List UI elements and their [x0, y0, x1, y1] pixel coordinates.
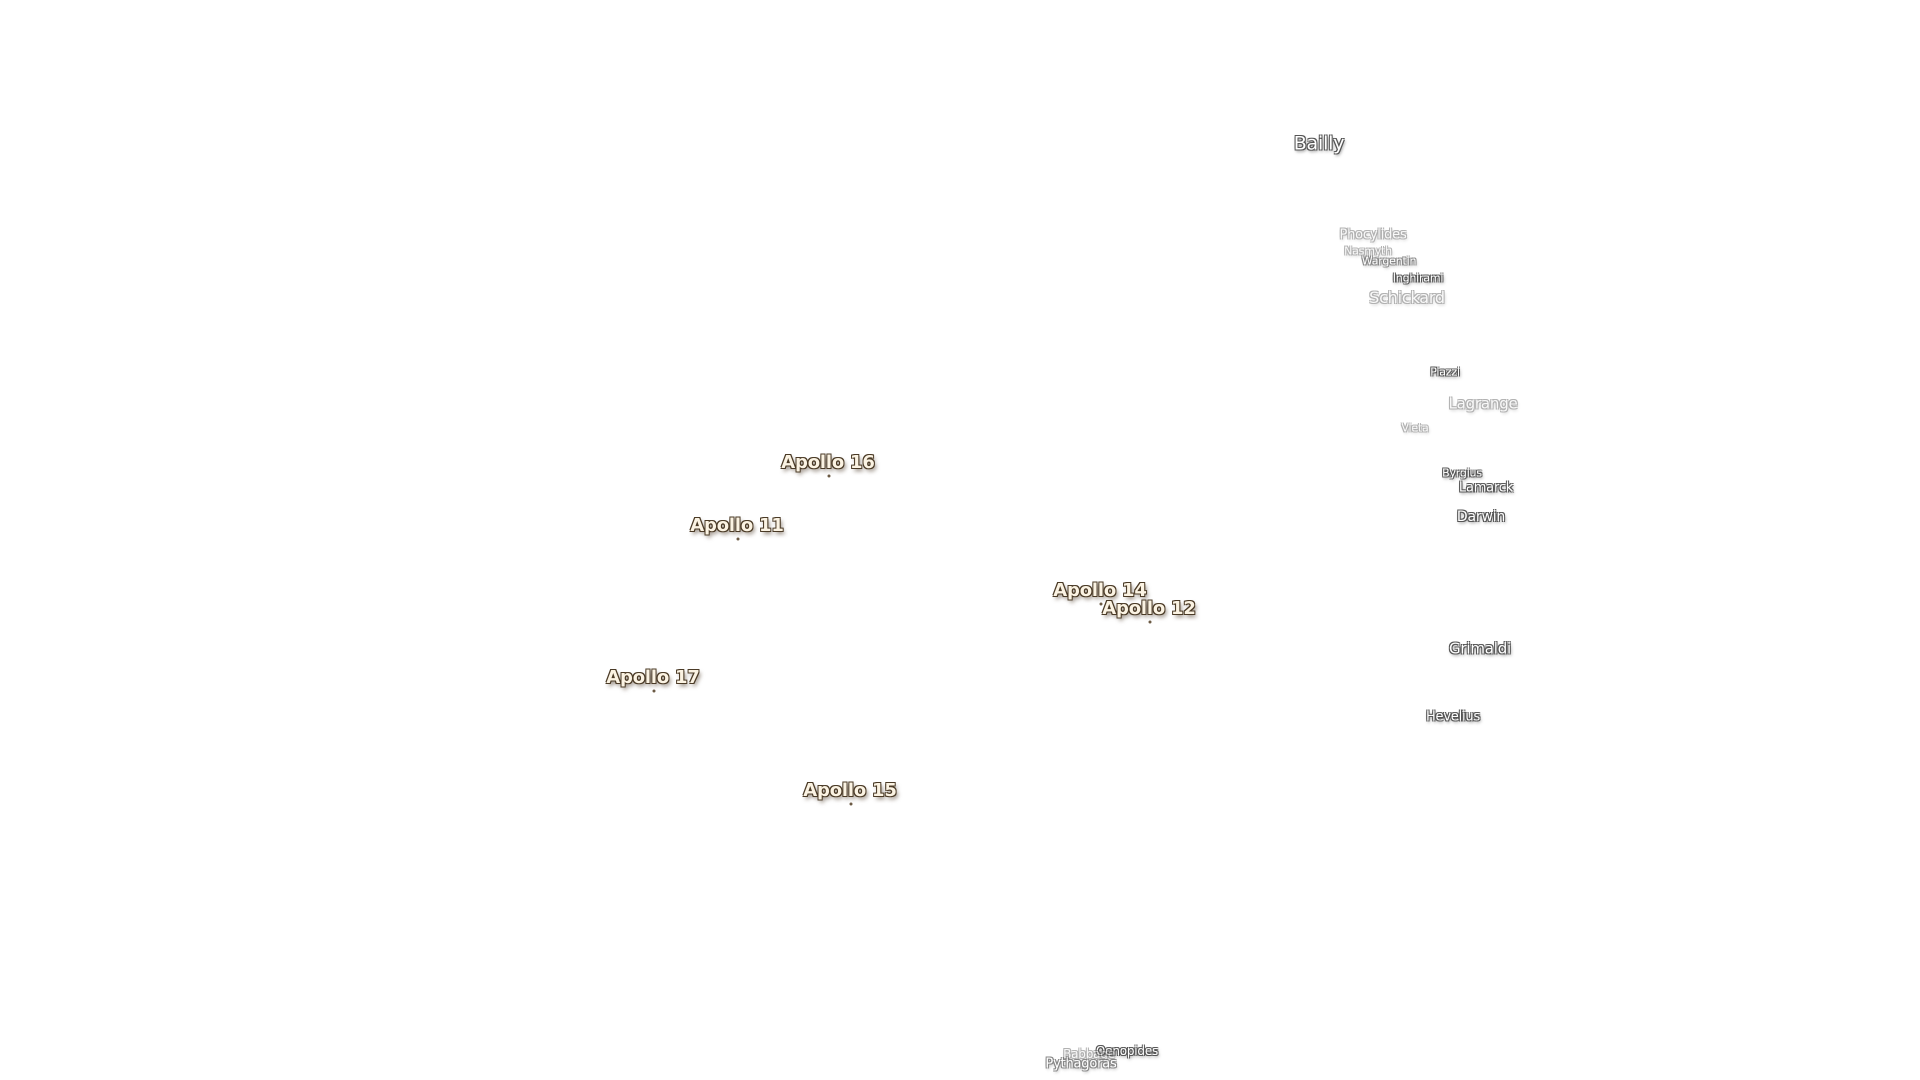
apollo-15-marker[interactable]	[849, 802, 853, 806]
apollo-17-marker[interactable]	[652, 689, 656, 693]
apollo-11-marker[interactable]	[736, 537, 740, 541]
crater-label-pythagoras[interactable]: Pythagoras	[1045, 1056, 1117, 1072]
crater-label-inghirami[interactable]: Inghirami	[1392, 271, 1444, 285]
crater-label-grimaldi[interactable]: Grimaldi	[1448, 639, 1512, 658]
apollo-12-marker[interactable]	[1148, 620, 1152, 624]
crater-label-schickard[interactable]: Schickard	[1369, 288, 1445, 307]
crater-label-piazzi[interactable]: Piazzi	[1430, 365, 1460, 379]
crater-label-phocylides[interactable]: Phocylides	[1339, 227, 1407, 243]
crater-label-lamarck[interactable]: Lamarck	[1458, 480, 1514, 496]
crater-label-darwin[interactable]: Darwin	[1456, 509, 1506, 525]
apollo-12-label[interactable]: Apollo 12	[1102, 598, 1196, 619]
apollo-11-label[interactable]: Apollo 11	[690, 515, 784, 536]
crater-label-lagrange[interactable]: Lagrange	[1448, 394, 1518, 413]
crater-label-vieta[interactable]: Vieta	[1401, 421, 1429, 435]
crater-label-bailly[interactable]: Bailly	[1293, 132, 1345, 155]
crater-label-hevelius[interactable]: Hevelius	[1425, 709, 1481, 725]
apollo-14-label[interactable]: Apollo 14	[1053, 580, 1147, 601]
apollo-16-marker[interactable]	[827, 474, 831, 478]
apollo-17-label[interactable]: Apollo 17	[606, 667, 700, 688]
crater-label-wargentin[interactable]: Wargentin	[1361, 254, 1417, 268]
crater-label-oenopides[interactable]: Oenopides	[1095, 1044, 1159, 1058]
crater-label-byrgius[interactable]: Byrgius	[1442, 466, 1482, 480]
crater-label-nasmyth[interactable]: Nasmyth	[1344, 244, 1392, 258]
apollo-16-label[interactable]: Apollo 16	[781, 452, 875, 473]
apollo-14-marker[interactable]	[1099, 602, 1103, 606]
apollo-15-label[interactable]: Apollo 15	[803, 780, 897, 801]
crater-label-babbage[interactable]: Babbage	[1063, 1047, 1115, 1061]
